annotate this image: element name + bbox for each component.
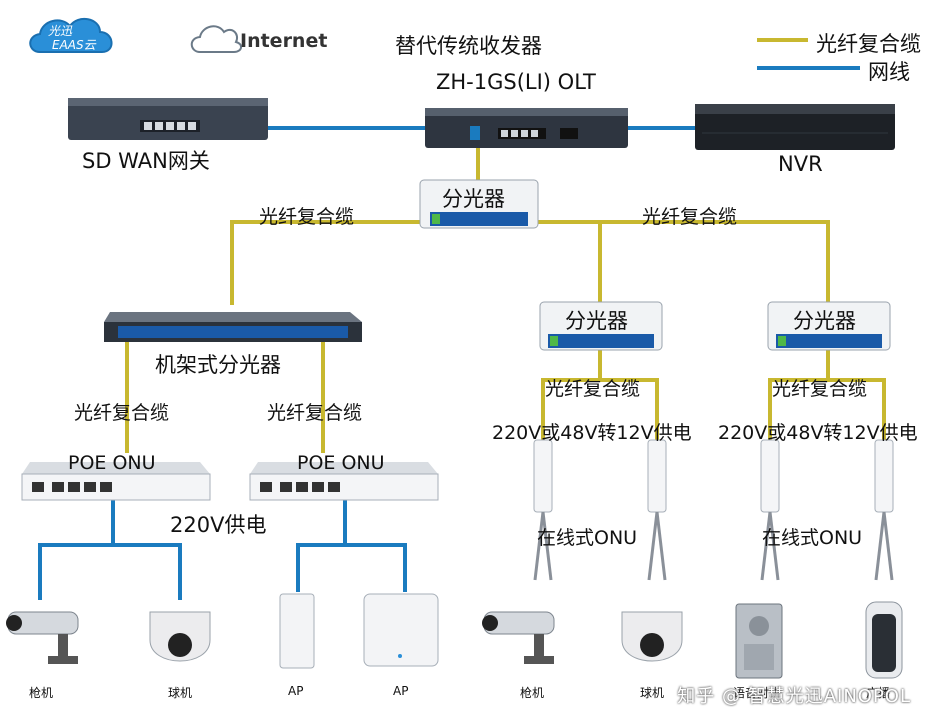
ap-ceiling-icon bbox=[363, 593, 439, 667]
internet-label: Internet bbox=[240, 30, 328, 52]
olt-label: ZH-1GS(LI) OLT bbox=[436, 70, 596, 94]
fiber-splitter-rack bbox=[230, 220, 420, 305]
eaas-cloud-icon bbox=[29, 17, 113, 53]
cloud-brand-line2: EAAS云 bbox=[52, 38, 96, 52]
fiber-label-right: 光纤复合缆 bbox=[642, 206, 738, 228]
device-label-bullet-1: 枪机 bbox=[29, 686, 54, 700]
rack-splitter-label: 机架式分光器 bbox=[155, 353, 281, 377]
fiber-label-onu2: 光纤复合缆 bbox=[267, 402, 363, 424]
intercom-panel-icon bbox=[735, 603, 783, 679]
fiber-split3-left bbox=[768, 350, 830, 440]
splitter-right bbox=[767, 301, 891, 351]
legend bbox=[757, 38, 860, 70]
power-convert-label-right: 220V或48V转12V供电 bbox=[718, 422, 918, 444]
fiber-split3-right bbox=[828, 378, 886, 440]
cable-onu1-cameras bbox=[38, 500, 115, 600]
fiber-label-onu1: 光纤复合缆 bbox=[74, 402, 170, 424]
cable-onu2-ap2 bbox=[345, 543, 407, 592]
poe-onu-left-label: POE ONU bbox=[68, 452, 156, 474]
device-label-dome-2: 球机 bbox=[640, 686, 665, 700]
poe-onu-right-label: POE ONU bbox=[297, 452, 385, 474]
watermark: 知乎 @ 智慧光迅AINOPOL bbox=[677, 686, 911, 707]
diagram-title: 替代传统收发器 bbox=[395, 34, 542, 58]
power-220v-label: 220V供电 bbox=[170, 513, 267, 537]
inline-onu-label-right: 在线式ONU bbox=[762, 527, 863, 549]
inline-onu-label-left: 在线式ONU bbox=[537, 527, 638, 549]
nvr-label: NVR bbox=[778, 152, 823, 176]
sdwan-label: SD WAN网关 bbox=[82, 149, 210, 173]
device-label-broadcast: 广播 bbox=[866, 686, 891, 700]
dome-camera-icon-left bbox=[149, 611, 211, 662]
splitter-left bbox=[539, 301, 663, 351]
device-label-ap-1: AP bbox=[288, 684, 304, 698]
legend-network-label: 网线 bbox=[868, 60, 910, 84]
legend-fiber-label: 光纤复合缆 bbox=[816, 32, 921, 56]
cable-onu2-ap1 bbox=[296, 500, 347, 592]
splitter-left-label: 分光器 bbox=[565, 309, 628, 333]
splitter-right-label: 分光器 bbox=[793, 309, 856, 333]
inline-onu-2 bbox=[647, 439, 667, 581]
fiber-label-left: 光纤复合缆 bbox=[259, 206, 355, 228]
bullet-camera-icon-right bbox=[482, 611, 555, 664]
fiber-cables bbox=[125, 148, 886, 453]
splitter-main bbox=[419, 179, 539, 229]
cable-onu1-dome bbox=[113, 543, 182, 600]
rack-splitter-device bbox=[104, 312, 362, 342]
fiber-split2-right bbox=[600, 378, 659, 440]
cloud-brand-line1: 光迅 bbox=[48, 24, 73, 38]
broadcast-speaker-icon bbox=[865, 601, 903, 679]
fiber-splitter-right bbox=[538, 220, 830, 302]
device-label-intercom: 语音对讲 bbox=[733, 686, 782, 700]
poe-onu-left bbox=[21, 462, 211, 501]
internet-cloud-icon bbox=[190, 25, 242, 53]
inline-onu-4 bbox=[874, 439, 894, 581]
fiber-label-split3: 光纤复合缆 bbox=[772, 378, 868, 400]
nvr-device bbox=[695, 104, 895, 150]
power-convert-label-left: 220V或48V转12V供电 bbox=[492, 422, 692, 444]
fiber-split2-left bbox=[541, 350, 602, 440]
ap-tower-icon bbox=[279, 593, 315, 669]
device-label-ap-2: AP bbox=[393, 684, 409, 698]
inline-onu-1 bbox=[533, 439, 553, 581]
fiber-label-split2: 光纤复合缆 bbox=[545, 378, 641, 400]
network-cables bbox=[38, 126, 695, 600]
sdwan-gateway-device bbox=[68, 98, 268, 140]
dome-camera-icon-right bbox=[621, 611, 683, 662]
olt-device bbox=[425, 108, 628, 148]
inline-onu-3 bbox=[760, 439, 780, 581]
splitter-main-label: 分光器 bbox=[442, 187, 505, 211]
device-label-dome-1: 球机 bbox=[168, 686, 193, 700]
device-label-bullet-2: 枪机 bbox=[520, 686, 545, 700]
bullet-camera-icon-left bbox=[6, 611, 79, 664]
poe-onu-right bbox=[249, 462, 439, 501]
